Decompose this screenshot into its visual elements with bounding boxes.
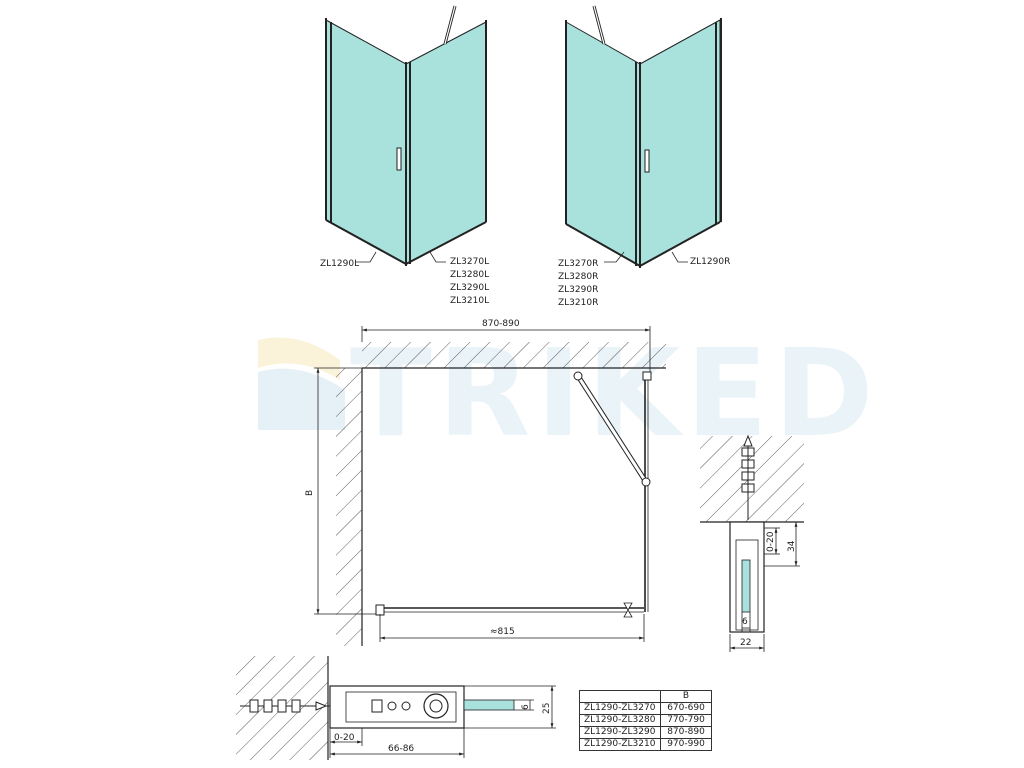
table-cell-model: ZL1290-ZL3280 (579, 714, 661, 727)
plan-width-dim: 870-890 (482, 319, 520, 329)
size-table-header-model (579, 690, 661, 703)
label-door-right-4: ZL3210R (558, 298, 598, 308)
bottom-dim-0-20: 0-20 (334, 733, 355, 743)
profile-dim-6: 6 (742, 617, 748, 627)
table-cell-model: ZL1290-ZL3290 (579, 726, 661, 739)
table-cell-model: ZL1290-ZL3270 (579, 702, 661, 715)
label-door-left-4: ZL3210L (450, 296, 489, 306)
plan-view: 870-890 B ≈815 (305, 319, 666, 646)
table-row: ZL1290-ZL3210 970-990 (579, 738, 712, 751)
profile-dim-22: 22 (740, 638, 751, 648)
label-door-right-3: ZL3290R (558, 285, 598, 295)
table-cell-b: 870-890 (660, 726, 712, 739)
label-side-panel-right: ZL1290R (690, 257, 730, 267)
profile-dim-34: 34 (787, 540, 797, 552)
label-side-panel-left: ZL1290L (320, 259, 359, 269)
table-cell-model: ZL1290-ZL3210 (579, 738, 661, 751)
label-door-left-1: ZL3270L (450, 257, 489, 267)
label-door-left-2: ZL3280L (450, 270, 489, 280)
plan-height-dim: B (305, 490, 315, 496)
table-row: ZL1290-ZL3280 770-790 (579, 714, 712, 727)
isometric-right-view: ZL3270R ZL3280R ZL3290R ZL3210R ZL1290R (558, 5, 730, 308)
table-cell-b: 770-790 (660, 714, 712, 727)
label-door-left-3: ZL3290L (450, 283, 489, 293)
size-table-header: B (579, 690, 712, 703)
table-row: ZL1290-ZL3270 670-690 (579, 702, 712, 715)
bottom-dim-25: 25 (542, 703, 552, 714)
bottom-dim-66-86: 66-86 (388, 744, 414, 754)
bottom-dim-6: 6 (521, 704, 531, 710)
size-table-header-b: B (660, 690, 712, 703)
table-cell-b: 670-690 (660, 702, 712, 715)
detail-bottom-view: 6 25 0-20 66-86 (236, 656, 556, 760)
table-cell-b: 970-990 (660, 738, 712, 751)
profile-dim-0-20: 0-20 (766, 531, 776, 552)
label-door-right-1: ZL3270R (558, 259, 598, 269)
detail-profile-view: 0-20 34 6 22 (700, 434, 804, 652)
table-row: ZL1290-ZL3290 870-890 (579, 726, 712, 739)
size-table: B ZL1290-ZL3270 670-690 ZL1290-ZL3280 77… (579, 690, 712, 751)
isometric-left-view: ZL1290L ZL3270L ZL3280L ZL3290L ZL3210L (320, 5, 489, 306)
label-door-right-2: ZL3280R (558, 272, 598, 282)
plan-door-dim: ≈815 (490, 627, 515, 637)
